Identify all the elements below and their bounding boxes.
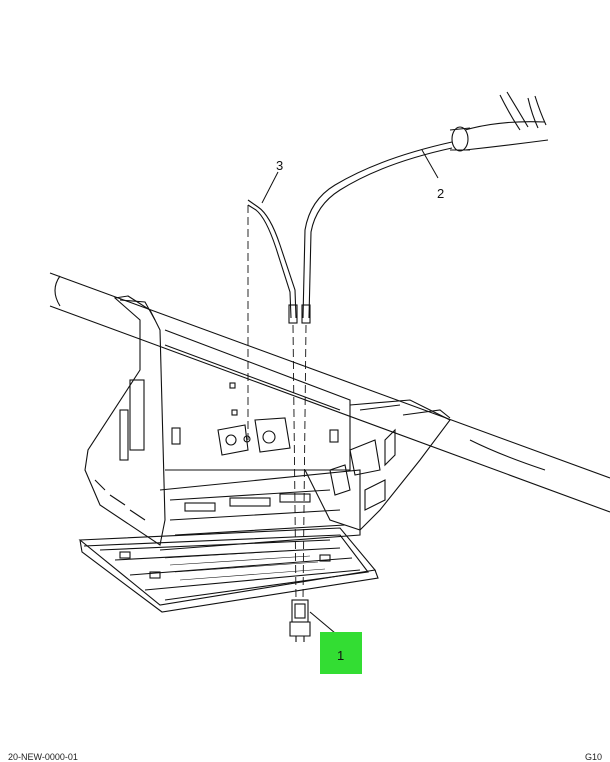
connector-part-1 — [289, 599, 336, 642]
footer-right: G10 — [584, 752, 602, 762]
mounting-bracket — [84, 295, 451, 551]
frame-rail — [49, 272, 610, 513]
harness-bundle — [449, 91, 549, 152]
callout-3-label: 3 — [276, 158, 283, 173]
wire-lead-2 — [301, 141, 453, 324]
footer-left: 20-NEW-0000-01 — [8, 752, 78, 762]
leader-lines — [247, 205, 307, 601]
lower-tray — [78, 527, 379, 613]
callout-2-leader — [421, 149, 439, 179]
callout-1[interactable]: 1 — [320, 632, 362, 674]
wire-lead-3 — [247, 199, 298, 324]
callout-3-leader — [261, 171, 279, 204]
callout-1-label: 1 — [337, 648, 344, 663]
callout-2[interactable]: 2 — [421, 149, 444, 201]
callout-1-highlight-box — [320, 632, 362, 674]
callout-3[interactable]: 3 — [261, 158, 283, 204]
callout-2-label: 2 — [437, 186, 444, 201]
